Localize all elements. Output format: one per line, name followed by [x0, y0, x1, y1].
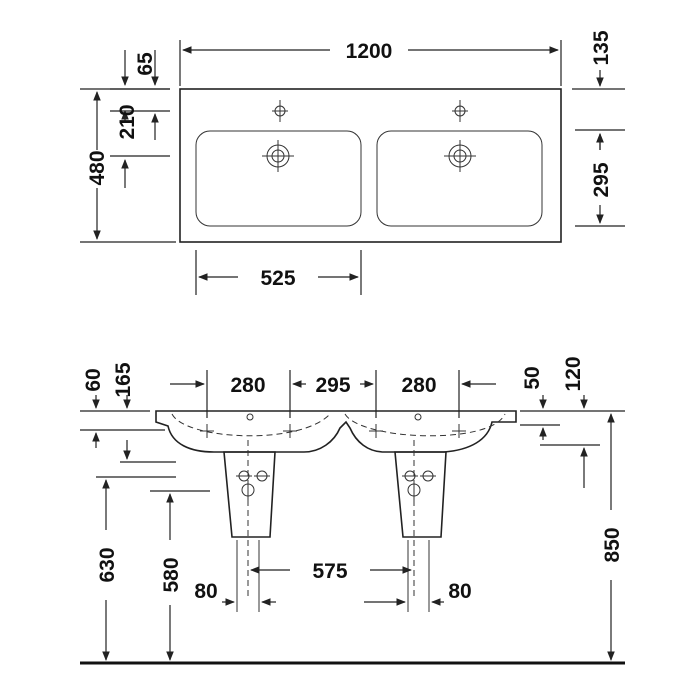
dim-120-label: 120: [562, 356, 585, 391]
dim-280-left-label: 280: [230, 374, 265, 397]
front-tap-markers-icon: [200, 413, 466, 438]
dim-165-label: 165: [112, 362, 135, 397]
dim-80-left: 80: [194, 580, 276, 606]
right-drain-icon: [444, 140, 476, 172]
dim-65: 65: [110, 50, 170, 90]
dim-1200-label: 1200: [346, 40, 393, 63]
dim-480: 480: [80, 88, 176, 243]
right-pedestal-holes-icon: [402, 470, 436, 500]
basin-outline-top: [179, 88, 562, 243]
dim-135: 135: [572, 30, 625, 150]
dim-575-label: 575: [312, 560, 347, 583]
right-tap-hole-icon: [452, 100, 468, 122]
dim-850: 850: [601, 413, 624, 661]
dim-50-120: 50 120: [520, 356, 625, 488]
left-drain-icon: [262, 140, 294, 172]
dim-580-label: 580: [160, 557, 183, 592]
dim-80-left-label: 80: [194, 580, 217, 603]
left-pedestal-holes-icon: [236, 470, 270, 500]
dim-525: 525: [195, 250, 362, 295]
dim-575: 575: [250, 560, 412, 583]
dim-480-label: 480: [86, 150, 109, 185]
left-bowl-front: [171, 413, 331, 437]
dim-295-label: 295: [590, 162, 613, 197]
dim-60-165: 60 165: [80, 362, 176, 463]
dim-1200: 1200: [179, 40, 562, 86]
dim-295-front-label: 295: [315, 374, 350, 397]
top-view: 1200 65 210 480: [80, 30, 625, 295]
right-bowl-top: [376, 130, 543, 227]
dim-280-right-label: 280: [401, 374, 436, 397]
dim-80-right-label: 80: [448, 580, 471, 603]
dim-525-label: 525: [260, 267, 295, 290]
dim-60-label: 60: [82, 368, 105, 391]
dim-210: 210: [110, 104, 170, 188]
dim-630: 630: [96, 476, 176, 661]
dim-135-label: 135: [590, 30, 613, 65]
dim-80-right: 80: [364, 580, 472, 606]
dim-580: 580: [150, 490, 210, 661]
dim-280-295-280: 280 295 280: [170, 370, 496, 418]
front-view: 280 295 280 60 165 50 120: [80, 356, 625, 665]
dim-295: 295: [575, 133, 625, 227]
basin-slab-front: [155, 410, 517, 453]
dim-210-label: 210: [116, 104, 139, 139]
dim-65-label: 65: [134, 52, 157, 76]
right-bowl-front: [344, 413, 506, 437]
left-bowl-top: [195, 130, 362, 227]
right-pedestal: [394, 451, 447, 538]
dim-630-label: 630: [96, 547, 119, 582]
left-pedestal: [223, 451, 276, 538]
left-tap-hole-icon: [272, 100, 288, 122]
dim-50-label: 50: [521, 366, 544, 389]
dim-850-label: 850: [601, 527, 624, 562]
